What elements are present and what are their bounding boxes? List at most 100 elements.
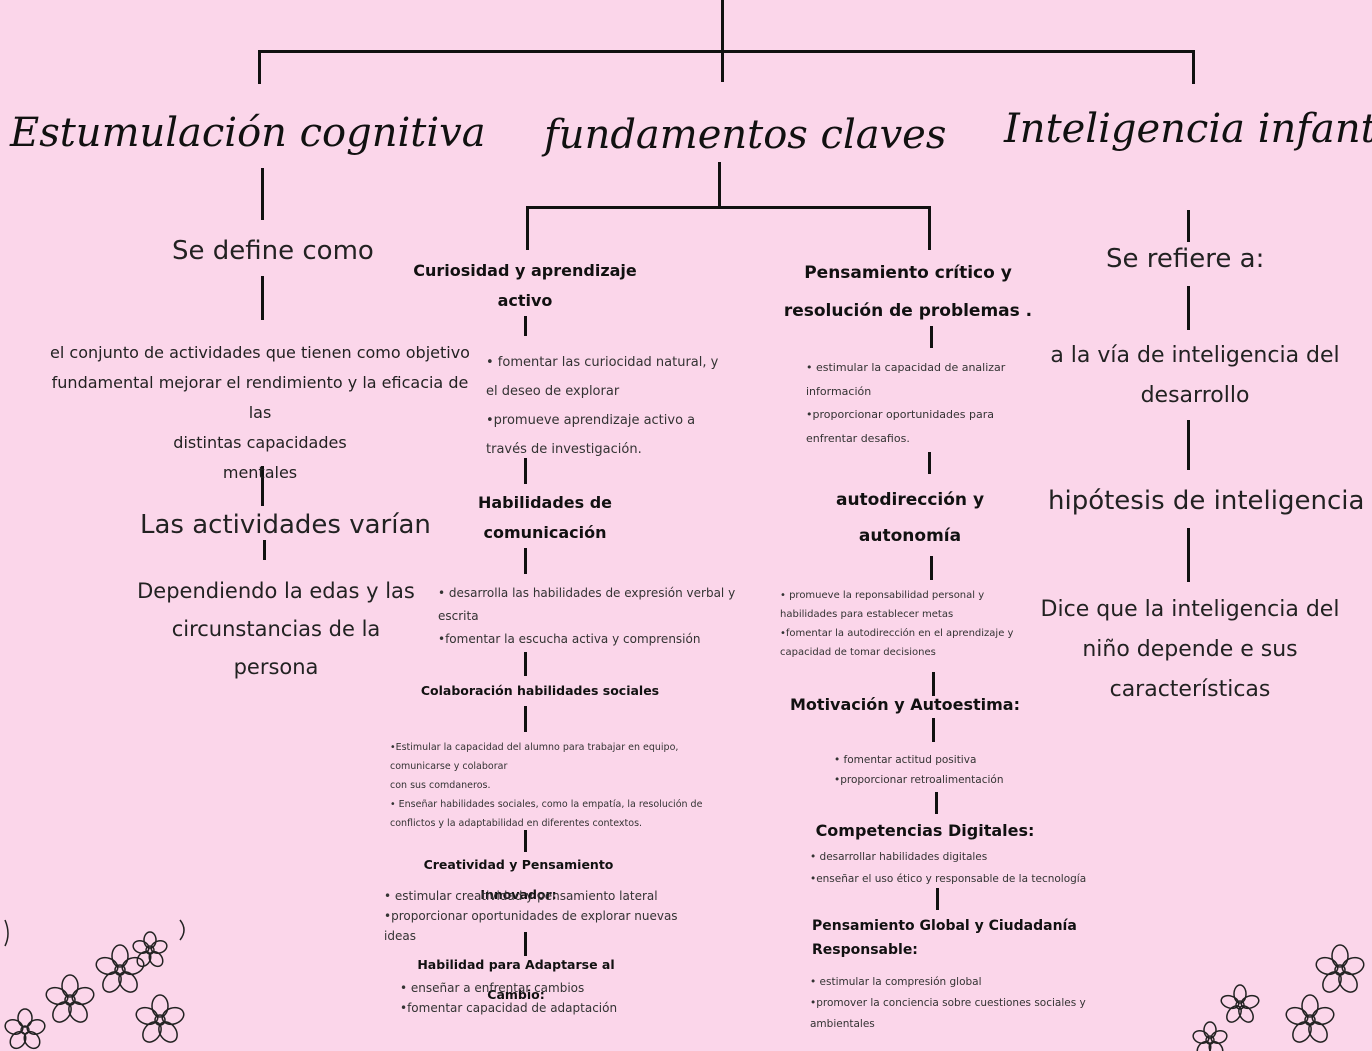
cr-connector-6 bbox=[935, 792, 938, 814]
top-horizontal-line bbox=[258, 50, 1195, 53]
cl-connector-3 bbox=[524, 548, 527, 574]
left-connector-4 bbox=[263, 540, 266, 560]
dice-line: niño depende e sus bbox=[1082, 637, 1298, 662]
bullet-item: conflictos y la adaptabilidad en diferen… bbox=[390, 818, 643, 829]
heading-estimulacion: Estumulación cognitiva bbox=[10, 110, 486, 156]
center-horizontal-line bbox=[526, 206, 931, 209]
bullet-item: • fomentar actitud positiva bbox=[834, 754, 977, 766]
adaptarse-items: • enseñar a enfrentar cambios •fomentar … bbox=[400, 978, 660, 1018]
motivacion-title: Motivación y Autoestima: bbox=[790, 695, 1020, 714]
right-connector-3 bbox=[1187, 420, 1190, 470]
bullet-item: •fomentar capacidad de adaptación bbox=[400, 1001, 618, 1015]
left-connector-1 bbox=[261, 168, 264, 220]
title-line: autodirección y bbox=[835, 490, 985, 510]
dice-line: Dice que la inteligencia del bbox=[1040, 597, 1340, 622]
digitales-title: Competencias Digitales: bbox=[815, 821, 1035, 840]
bullet-item: • estimular la compresión global bbox=[810, 976, 982, 988]
title-line: Curiosidad y aprendizaje bbox=[413, 261, 637, 280]
bullet-item: enfrentar desafios. bbox=[806, 431, 910, 445]
right-connector-2 bbox=[1187, 286, 1190, 330]
cl-connector-7 bbox=[524, 932, 527, 956]
title-line: Responsable: bbox=[812, 942, 918, 958]
curiosidad-title: Curiosidad y aprendizaje activo bbox=[410, 256, 640, 316]
heading-fundamentos: fundamentos claves bbox=[544, 112, 947, 158]
flower-decoration-left bbox=[4, 919, 185, 1050]
definition-line: distintas capacidades bbox=[173, 433, 347, 452]
via-line: desarrollo bbox=[1140, 383, 1250, 408]
cl-connector-6 bbox=[524, 830, 527, 852]
bullet-item: ambientales bbox=[810, 1018, 875, 1030]
bullet-item: escrita bbox=[438, 609, 479, 623]
cr-connector-4 bbox=[932, 672, 935, 696]
title-line: comunicación bbox=[483, 523, 607, 542]
heading-inteligencia: Inteligencia infantil bbox=[1004, 106, 1372, 152]
pensamiento-items: • estimular la capacidad de analizar inf… bbox=[806, 356, 1056, 450]
curiosidad-items: • fomentar las curiocidad natural, y el … bbox=[486, 348, 746, 464]
definition-line: fundamental mejorar el rendimiento y la … bbox=[51, 373, 469, 422]
title-line: Pensamiento crítico y bbox=[804, 263, 1012, 283]
title-line: Habilidades de bbox=[477, 493, 613, 512]
left-depends: Dependiendo la edas y las circunstancias… bbox=[126, 572, 426, 686]
bullet-item: • promueve la reponsabilidad personal y bbox=[780, 590, 985, 601]
comunicacion-title: Habilidades de comunicación bbox=[460, 488, 630, 548]
autodireccion-items: • promueve la reponsabilidad personal y … bbox=[780, 586, 1050, 662]
flower-decoration-right bbox=[1192, 944, 1365, 1051]
bullet-item: con sus comdaneros. bbox=[390, 780, 491, 791]
cl-connector-1 bbox=[524, 316, 527, 336]
title-line: autonomía bbox=[858, 526, 962, 546]
left-connector-3 bbox=[261, 466, 264, 506]
motivacion-items: • fomentar actitud positiva •proporciona… bbox=[834, 750, 1034, 790]
bullet-item: •proporcionar oportunidades para bbox=[806, 408, 995, 421]
bullet-item: • fomentar las curiocidad natural, y bbox=[486, 355, 719, 370]
colaboracion-items: •Estimular la capacidad del alumno para … bbox=[390, 738, 710, 833]
global-title: Pensamiento Global y Ciudadanía Responsa… bbox=[812, 914, 1082, 962]
right-branch-line bbox=[1192, 50, 1195, 84]
bullet-item: •promueve aprendizaje activo a bbox=[486, 413, 696, 428]
cl-connector-2 bbox=[524, 458, 527, 484]
bullet-item: •fomentar la autodirección en el aprendi… bbox=[780, 628, 1014, 639]
adaptarse-title: Habilidad para Adaptarse al Cambio: bbox=[417, 957, 615, 1002]
left-definition: el conjunto de actividades que tienen co… bbox=[40, 338, 480, 488]
right-connector-1 bbox=[1187, 210, 1190, 242]
creatividad-title: Creatividad y Pensamiento Innovador: bbox=[423, 857, 614, 902]
cr-connector-1 bbox=[930, 326, 933, 348]
bullet-item: • Enseñar habilidades sociales, como la … bbox=[390, 799, 703, 810]
cl-connector-5 bbox=[524, 706, 527, 732]
cr-connector-3 bbox=[930, 556, 933, 580]
title-line: resolución de problemas . bbox=[783, 301, 1033, 321]
bullet-item: •fomentar la escucha activa y comprensió… bbox=[438, 632, 701, 646]
creatividad-items: • estimular creatividad y pensamiento la… bbox=[384, 886, 684, 946]
depends-line: persona bbox=[233, 655, 319, 679]
bullet-item: •proporcionar retroalimentación bbox=[834, 774, 1004, 786]
bullet-item: • desarrollar habilidades digitales bbox=[810, 851, 988, 863]
title-line: activo bbox=[497, 291, 553, 310]
bullet-item: información bbox=[806, 384, 872, 398]
bullet-item: través de investigación. bbox=[486, 442, 642, 457]
autodireccion-title: autodirección y autonomía bbox=[810, 482, 1010, 554]
cl-connector-4 bbox=[524, 652, 527, 676]
right-via: a la vía de inteligencia del desarrollo bbox=[1040, 336, 1350, 416]
global-items: • estimular la compresión global •promov… bbox=[810, 972, 1100, 1035]
colaboracion-title: Colaboración habilidades sociales bbox=[420, 683, 660, 698]
bullet-item: • estimular creatividad y pensamiento la… bbox=[384, 889, 658, 903]
bullet-item: el deseo de explorar bbox=[486, 384, 620, 399]
bullet-item: •proporcionar oportunidades de explorar … bbox=[384, 909, 678, 923]
bullet-item: •enseñar el uso ético y responsable de l… bbox=[810, 873, 1087, 885]
bullet-item: ideas bbox=[384, 929, 416, 943]
comunicacion-items: • desarrolla las habilidades de expresió… bbox=[438, 582, 738, 651]
left-connector-2 bbox=[261, 276, 264, 320]
depends-line: circunstancias de la bbox=[171, 617, 381, 641]
cr-connector-2 bbox=[928, 452, 931, 474]
via-line: a la vía de inteligencia del bbox=[1050, 343, 1340, 368]
bullet-item: • enseñar a enfrentar cambios bbox=[400, 981, 585, 995]
bullet-item: habilidades para establecer metas bbox=[780, 609, 954, 620]
right-hipotesis: hipótesis de inteligencia bbox=[1048, 486, 1365, 516]
bullet-item: comunicarse y colaborar bbox=[390, 761, 508, 772]
depends-line: Dependiendo la edas y las bbox=[137, 579, 415, 603]
definition-line: el conjunto de actividades que tienen co… bbox=[50, 343, 470, 362]
center-left-drop bbox=[526, 206, 529, 250]
bullet-item: •Estimular la capacidad del alumno para … bbox=[390, 742, 679, 753]
right-connector-4 bbox=[1187, 528, 1190, 582]
center-right-drop bbox=[928, 206, 931, 250]
title-line: Pensamiento Global y Ciudadanía bbox=[812, 918, 1077, 934]
